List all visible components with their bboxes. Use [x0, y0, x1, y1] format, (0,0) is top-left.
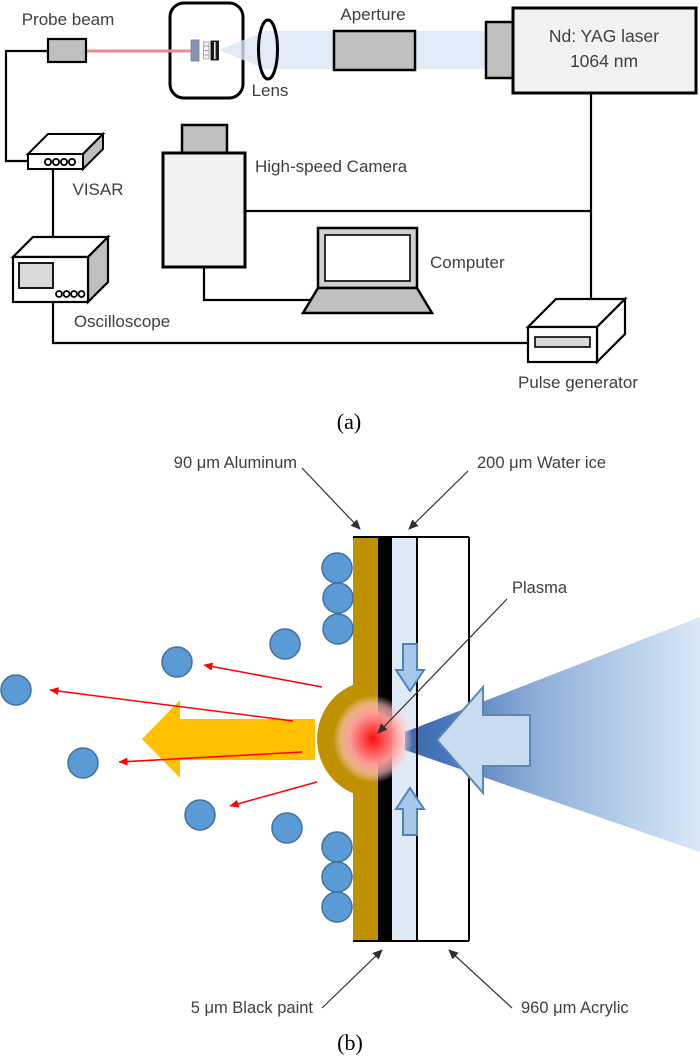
black-paint-label: 5 μm Black paint [191, 999, 314, 1017]
water-ice-label: 200 μm Water ice [477, 454, 606, 472]
particle [322, 613, 354, 645]
spall-arrow [203, 662, 323, 688]
spall-trajectory-arrows [49, 662, 323, 808]
oscilloscope-knob [70, 290, 78, 298]
oscilloscope-knob [55, 290, 63, 298]
acrylic-label: 960 μm Acrylic [521, 999, 629, 1017]
plasma-glow [333, 695, 413, 783]
particle [322, 582, 354, 614]
target-aluminum-chip [190, 39, 200, 62]
nd-yag-laser-box [511, 6, 698, 95]
oscilloscope-knob [62, 290, 71, 298]
annotation-lines [301, 467, 513, 1009]
high-speed-camera [161, 123, 247, 269]
oscilloscope-device [10, 234, 111, 305]
cable-camera-to-computer [202, 267, 312, 302]
oscilloscope-knobs [55, 290, 86, 298]
cable-probe-to-visar [4, 49, 48, 163]
spall-arrow [49, 687, 294, 722]
particle [321, 552, 353, 584]
probe-beam-source [46, 37, 88, 64]
particle [184, 799, 216, 831]
probe-beam-label: Probe beam [22, 10, 115, 29]
particle [271, 812, 303, 844]
visar-device [25, 131, 106, 172]
laser-direction-arrow [435, 684, 531, 796]
particle [269, 628, 301, 660]
panel-b-target-diagram: 90 μm Aluminum 200 μm Water ice Plasma 5… [0, 454, 700, 1055]
laser-beam-cone [219, 31, 265, 69]
up-arrow [394, 786, 426, 836]
particle [0, 674, 32, 706]
particle [321, 891, 353, 923]
spall-arrow [118, 751, 303, 766]
ejecta-yellow-arrow [142, 700, 315, 778]
aperture-box [332, 29, 417, 72]
oscilloscope-label: Oscilloscope [74, 312, 170, 331]
visar-connectors [44, 157, 77, 166]
aluminum-leader [301, 467, 361, 530]
camera-label: High-speed Camera [255, 157, 408, 176]
pulse-generator-device [525, 296, 628, 365]
plasma-leader [377, 598, 508, 734]
spall-arrow [229, 781, 318, 808]
laser-name-label: Nd: YAG laser [549, 26, 659, 46]
laser-output-snout [484, 20, 515, 80]
target-sample [190, 39, 219, 62]
laptop-screen [324, 234, 411, 282]
computer-label: Computer [430, 253, 505, 272]
panel-a-caption: (a) [337, 409, 361, 434]
down-arrow [394, 643, 426, 693]
laptop-base [300, 286, 435, 315]
black-paint-leader [321, 949, 383, 1009]
ice-flow-arrows [394, 643, 426, 836]
oscilloscope-knob [77, 290, 86, 298]
particle [161, 646, 193, 678]
focusing-lens [257, 18, 279, 81]
laser-wavelength-label: 1064 nm [570, 51, 638, 71]
laptop-computer [300, 226, 435, 315]
particle [321, 831, 353, 863]
visar-port [60, 157, 69, 166]
particle [321, 861, 353, 893]
visar-port [44, 157, 53, 166]
plasma-label: Plasma [512, 579, 568, 597]
oscilloscope-screen [18, 262, 54, 289]
ejected-particles [0, 552, 354, 923]
visar-port [68, 157, 77, 166]
visar-port [52, 157, 61, 166]
lens-label: Lens [252, 81, 289, 100]
aluminum-label: 90 μm Aluminum [174, 454, 297, 472]
pulse-generator-label: Pulse generator [518, 373, 638, 392]
visar-label: VISAR [72, 180, 123, 199]
laser-beam-wedge [405, 617, 700, 852]
acrylic-leader [448, 949, 513, 1009]
panel-a-setup-diagram: Probe beam Aperture Nd: YAG laser 1064 n… [4, 1, 698, 434]
panel-b-caption: (b) [337, 1030, 363, 1055]
cable-oscilloscope-to-pulsegen [51, 302, 529, 345]
particle [67, 747, 99, 779]
camera-lens-part [180, 123, 229, 155]
pulsegen-slot [534, 336, 591, 348]
signal-cables [4, 49, 593, 345]
aperture-label: Aperture [340, 5, 405, 24]
water-ice-leader [408, 470, 469, 530]
camera-body [161, 151, 247, 269]
